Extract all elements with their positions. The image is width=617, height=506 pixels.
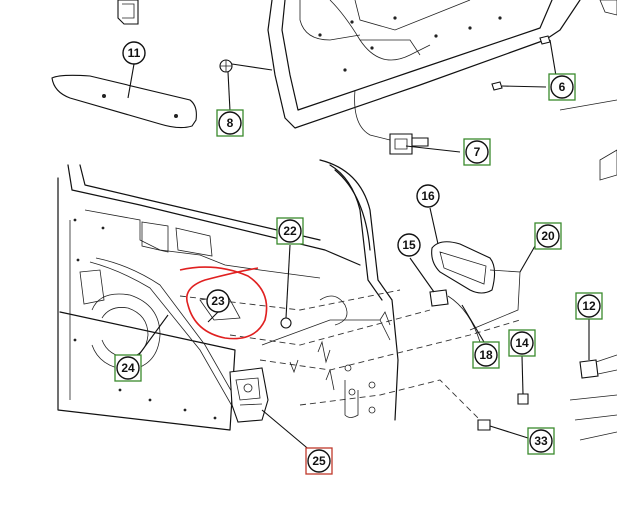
screw-part-14: [517, 355, 529, 405]
callout-22: 22: [276, 217, 304, 245]
callout-15-circle: [397, 233, 421, 257]
screw-part-33: [477, 419, 529, 439]
callout-23-label: 23: [211, 294, 225, 308]
callout-16-circle: [416, 184, 440, 208]
callout-24: 24: [114, 354, 142, 382]
callout-layer: 6 7 8 11 12 14 15 16 18 20 22 23 24 25 33: [114, 41, 603, 475]
callout-6-label: 6: [559, 80, 566, 94]
callout-6: 6: [548, 73, 576, 101]
callout-24-circle: [116, 356, 140, 380]
inner-door-panel: [57, 159, 521, 431]
callout-15-label: 15: [402, 238, 416, 252]
callout-11-label: 11: [128, 46, 141, 60]
callout-33-circle: [529, 429, 553, 453]
bolt-part-22: [280, 244, 292, 329]
callout-22-label: 22: [283, 224, 297, 238]
callout-14-circle: [510, 331, 534, 355]
callout-23: 23: [206, 289, 230, 313]
callout-22-circle: [278, 219, 302, 243]
callout-20: 20: [534, 222, 562, 250]
callout-24-label: 24: [121, 361, 135, 375]
latch-assembly-25: [229, 367, 313, 453]
callout-12: 12: [575, 292, 603, 320]
upper-door-panel: [267, 0, 581, 129]
top-clip-part: [117, 0, 139, 25]
right-body-edge: [559, 0, 617, 441]
callout-8: 8: [216, 109, 244, 137]
red-highlight-loop: [179, 266, 268, 340]
callout-11-circle: [122, 41, 146, 65]
callout-8-label: 8: [227, 116, 234, 130]
callout-18-circle: [474, 343, 498, 367]
callout-25-circle: [307, 449, 331, 473]
callout-12-label: 12: [582, 299, 596, 313]
callout-25: 25: [305, 447, 333, 475]
handle-part-16: [429, 207, 496, 294]
rod-part-20: [469, 245, 536, 331]
callout-15: 15: [397, 233, 421, 257]
pivot-part-15: [409, 257, 481, 343]
latch-clip-part-7: [354, 89, 461, 155]
callout-7-label: 7: [474, 145, 481, 159]
callout-7-circle: [465, 140, 489, 164]
callout-33-label: 33: [534, 434, 548, 448]
callout-6-circle: [550, 75, 574, 99]
callout-8-circle: [218, 111, 242, 135]
hinge-part-12: [579, 318, 617, 379]
callout-20-label: 20: [541, 229, 555, 243]
callout-12-circle: [577, 294, 601, 318]
callout-18: 18: [472, 341, 500, 369]
callout-7: 7: [463, 138, 491, 166]
callout-11: 11: [122, 41, 146, 65]
callout-23-circle: [206, 289, 230, 313]
callout-25-label: 25: [312, 454, 326, 468]
clip-part-8: [219, 59, 273, 112]
water-shield-strip-11: [51, 63, 197, 129]
callout-18-label: 18: [479, 348, 493, 362]
callout-16-label: 16: [421, 189, 435, 203]
callout-33: 33: [527, 427, 555, 455]
callout-14-label: 14: [515, 336, 529, 350]
callout-16: 16: [416, 184, 440, 208]
callout-14: 14: [508, 329, 536, 357]
callout-20-circle: [536, 224, 560, 248]
